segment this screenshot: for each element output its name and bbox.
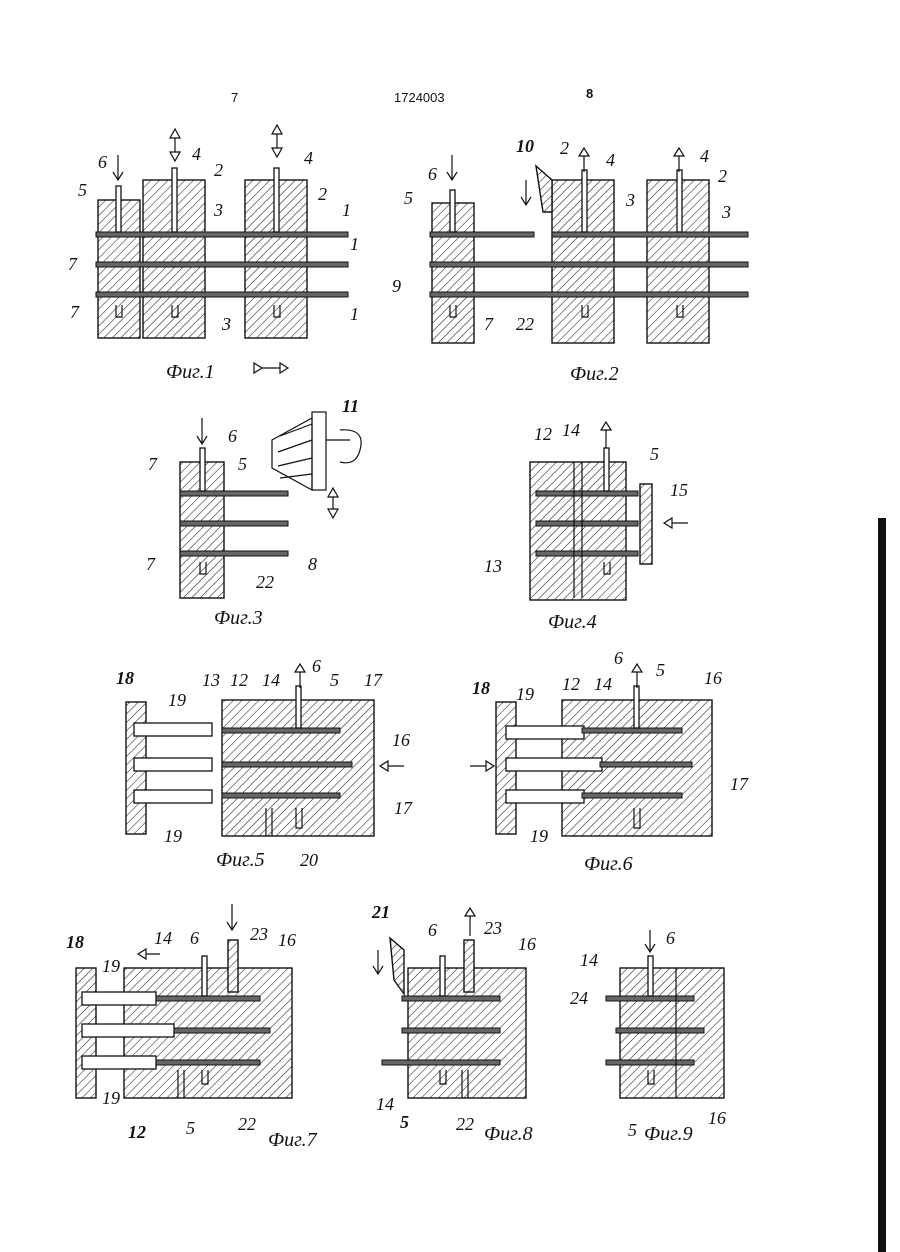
fig7-label: 5 [186,1118,195,1138]
fig1-label: 1 [350,234,359,254]
fig5-label: 17 [364,670,383,690]
fig3-label: 5 [238,454,247,474]
fig6-label: 19 [516,684,534,704]
fig1-label: 2 [318,184,327,204]
fig8-label: 6 [428,920,437,940]
fig2-label: 7 [484,314,494,334]
fig2-label: 2 [718,166,727,186]
fig1-label: 1 [350,304,359,324]
fig3-label: 8 [308,554,317,574]
fig1-label: 4 [192,144,201,164]
fig5-label: 5 [330,670,339,690]
fig2-label: 6 [428,164,437,184]
fig6-caption: Фиг.6 [584,853,633,875]
fig9-label: 24 [570,988,588,1008]
fig8-label: 21 [371,902,390,922]
fig5-label: 16 [392,730,410,750]
fig8-caption: Фиг.8 [484,1123,533,1145]
fig5-caption: Фиг.5 [216,849,265,871]
fig9-label: 5 [628,1120,637,1140]
fig3-caption: Фиг.3 [214,607,263,629]
fig7-label: 23 [250,924,268,944]
fig7-label: 6 [190,928,199,948]
fig2-label: 22 [516,314,534,334]
fig1-label: 2 [214,160,223,180]
fig2-label: 9 [392,276,401,296]
fig5-label: 18 [116,668,134,688]
fig8-label: 14 [376,1094,394,1114]
fig7-label: 19 [102,956,120,976]
fig6-label: 12 [562,674,580,694]
fig6-label: 18 [472,678,490,698]
fig3-label: 11 [342,396,359,416]
fig7-label: 12 [128,1122,146,1142]
fig4-label: 15 [670,480,688,500]
fig1-label: 5 [78,180,87,200]
fig5-label: 17 [394,798,413,818]
fig1-label: 3 [221,314,231,334]
margin-bar [878,518,886,1252]
fig1-caption: Фиг.1 [166,361,215,383]
fig5-label: 19 [164,826,182,846]
fig9-label: 14 [580,950,598,970]
fig8-label: 5 [400,1112,409,1132]
fig4-label: 12 [534,424,552,444]
fig3-label: 7 [148,454,158,474]
fig2-label: 10 [516,136,534,156]
fig8-label: 22 [456,1114,474,1134]
fig4-label: 13 [484,556,502,576]
fig2-label: 3 [625,190,635,210]
fig2-label: 5 [404,188,413,208]
fig6-label: 16 [704,668,722,688]
fig3-label: 6 [228,426,237,446]
fig7-label: 16 [278,930,296,950]
fig3-label: 7 [146,554,156,574]
fig5-label: 20 [300,850,318,870]
fig5-label: 14 [262,670,280,690]
fig1-label: 3 [213,200,223,220]
figure-9 [606,930,724,1098]
fig9-caption: Фиг.9 [644,1123,693,1145]
fig5-label: 19 [168,690,186,710]
fig7-label: 18 [66,932,84,952]
fig7-label: 14 [154,928,172,948]
fig1-label: 6 [98,152,107,172]
figure-2 [430,148,748,343]
fig2-label: 4 [606,150,615,170]
fig2-label: 3 [721,202,731,222]
fig1-label: 4 [304,148,313,168]
fig8-label: 23 [484,918,502,938]
fig4-caption: Фиг.4 [548,611,597,633]
figure-8 [373,908,526,1098]
fig5-label: 13 [202,670,220,690]
figure-6 [470,664,712,836]
fig7-label: 19 [102,1088,120,1108]
fig6-label: 14 [594,674,612,694]
fig2-label: 4 [700,146,709,166]
fig7-label: 22 [238,1114,256,1134]
fig1-label: 7 [68,254,78,274]
fig8-label: 16 [518,934,536,954]
figure-3 [180,412,361,598]
fig6-label: 19 [530,826,548,846]
fig7-caption: Фиг.7 [268,1129,318,1151]
fig1-label: 7 [70,302,80,322]
fig6-label: 5 [656,660,665,680]
fig6-label: 6 [614,648,623,668]
fig3-label: 22 [256,572,274,592]
fig6-label: 17 [730,774,749,794]
fig4-label: 14 [562,420,580,440]
fig5-label: 12 [230,670,248,690]
fig2-label: 2 [560,138,569,158]
figure-4 [530,422,688,600]
fig9-label: 16 [708,1108,726,1128]
fig2-caption: Фиг.2 [570,363,619,385]
fig4-label: 5 [650,444,659,464]
fig1-label: 1 [342,200,351,220]
fig9-label: 6 [666,928,675,948]
fig5-label: 6 [312,656,321,676]
